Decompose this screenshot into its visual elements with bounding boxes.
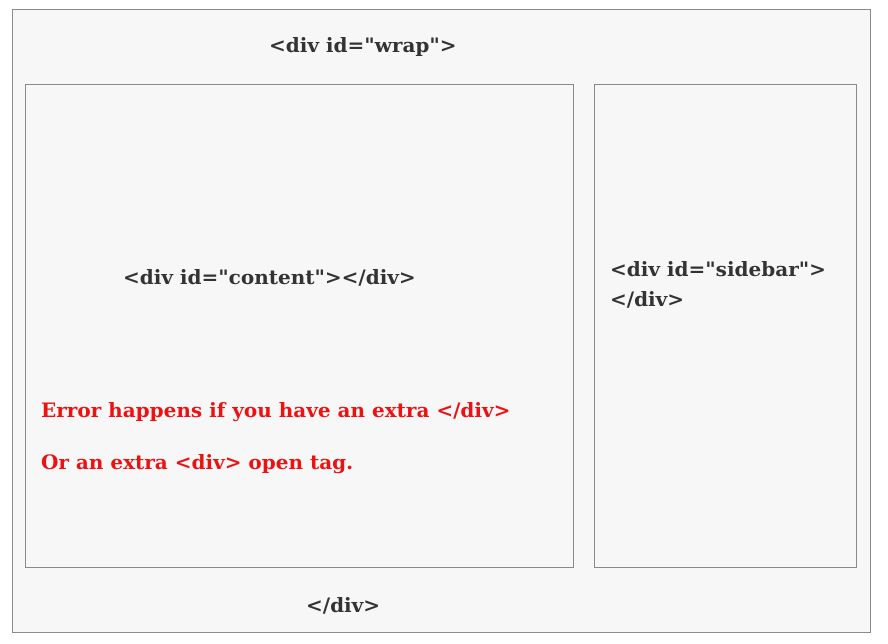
sidebar-open-tag-label: <div id="sidebar"> <box>610 257 826 281</box>
error-message-line-2: Or an extra <div> open tag. <box>41 450 354 474</box>
wrap-open-tag-label: <div id="wrap"> <box>269 33 457 57</box>
wrap-close-tag-label: </div> <box>306 593 381 617</box>
content-div-box <box>25 84 574 568</box>
sidebar-div-box <box>594 84 857 568</box>
content-tag-label: <div id="content"></div> <box>123 265 416 289</box>
error-message-line-1: Error happens if you have an extra </div… <box>41 398 511 422</box>
sidebar-close-tag-label: </div> <box>610 287 685 311</box>
